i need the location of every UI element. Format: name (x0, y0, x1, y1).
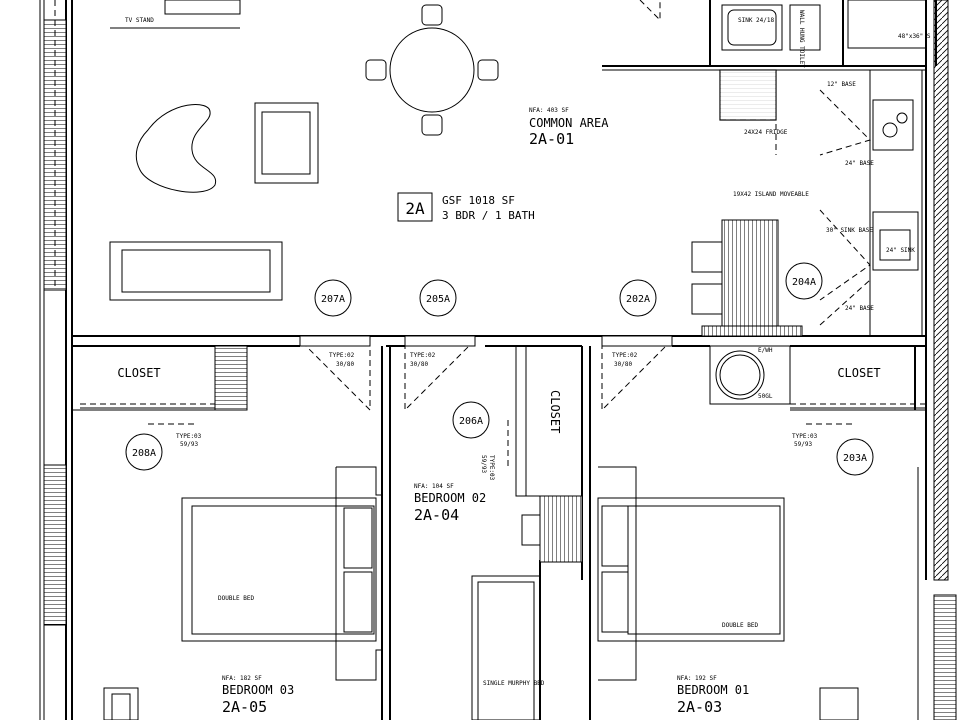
bedroom01-name: BEDROOM 01 (677, 683, 749, 697)
island (691, 219, 803, 337)
svg-text:204A: 204A (792, 277, 816, 288)
sofa (109, 241, 283, 301)
bedroom02-nfa: NFA: 104 SF (414, 483, 454, 490)
unit-config: 3 BDR / 1 BATH (442, 209, 535, 222)
door-tag-206a: 206A (452, 401, 490, 439)
svg-text:TYPE:02: TYPE:02 (329, 352, 355, 359)
bedroom01-code: 2A-03 (677, 698, 722, 716)
gal-label: 50GL (758, 393, 773, 400)
svg-text:TYPE:02: TYPE:02 (410, 352, 436, 359)
unit-tag: 2A (405, 199, 425, 218)
door-tag-202a: 202A (619, 279, 657, 317)
bedroom03-code: 2A-05 (222, 698, 267, 716)
common-area-code: 2A-01 (529, 130, 574, 148)
shower-label: 48"x36" S (898, 33, 931, 40)
svg-text:TYPE:03: TYPE:03 (488, 455, 495, 481)
door-tag-207a: 207A (314, 279, 352, 317)
murphy-bed-label: SINGLE MURPHY BED (483, 680, 545, 687)
bedroom02-name: BEDROOM 02 (414, 491, 486, 505)
double-bed-right (597, 497, 785, 642)
base24b-label: 24" BASE (845, 305, 874, 312)
closet-center (515, 345, 583, 563)
svg-text:207A: 207A (321, 294, 345, 305)
svg-text:30/80: 30/80 (336, 361, 354, 368)
bathroom-fixtures (721, 0, 937, 51)
common-area-nfa: NFA: 403 SF (529, 107, 569, 114)
kitchen-counters (819, 69, 923, 337)
double-bed-left (181, 497, 377, 642)
closet-left (80, 345, 248, 411)
svg-text:30/80: 30/80 (614, 361, 632, 368)
rug (135, 104, 217, 193)
unit-tag-box (397, 192, 433, 222)
base24a-label: 24" BASE (845, 160, 874, 167)
murphy-bed (471, 575, 541, 720)
island-label: 19X42 ISLAND MOVEABLE (733, 191, 809, 198)
svg-text:30/80: 30/80 (410, 361, 428, 368)
exterior-wall-right (925, 0, 957, 720)
svg-text:208A: 208A (132, 448, 156, 459)
door-tag-208a: 208A (125, 433, 163, 471)
svg-text:TYPE:02: TYPE:02 (612, 352, 638, 359)
svg-text:205A: 205A (426, 294, 450, 305)
svg-text:203A: 203A (843, 453, 867, 464)
unit-gsf: GSF 1018 SF (442, 194, 515, 207)
sink-base-label: 30" SINK BASE (826, 227, 873, 234)
nightstands (103, 687, 859, 720)
dining-table (365, 4, 499, 136)
tv-stand (110, 0, 241, 29)
furniture-labels: TV STAND SINK 24/18 WALL HUNG TOILET 48"… (125, 10, 931, 687)
svg-text:TYPE:03: TYPE:03 (792, 433, 818, 440)
toilet-label: WALL HUNG TOILET (798, 10, 805, 68)
double-bed-right-label: DOUBLE BED (722, 622, 759, 629)
base12-label: 12" BASE (827, 81, 856, 88)
double-bed-left-label: DOUBLE BED (218, 595, 255, 602)
svg-text:206A: 206A (459, 416, 483, 427)
svg-text:59/93: 59/93 (480, 455, 487, 473)
tv-stand-label: TV STAND (125, 17, 154, 24)
interior-walls (72, 0, 937, 720)
closet-right (790, 403, 926, 409)
fridge-label: 24X24 FRIDGE (744, 129, 788, 136)
ewh-label: E/WH (758, 347, 773, 354)
svg-text:59/93: 59/93 (180, 441, 198, 448)
water-heater (709, 345, 791, 405)
bedroom03-nfa: NFA: 182 SF (222, 675, 262, 682)
closet-left-label: CLOSET (117, 366, 160, 380)
bedroom-wall-details (71, 346, 919, 720)
door-tag-203a: 203A (836, 438, 874, 476)
exterior-wall-left (39, 0, 73, 720)
bedroom03-name: BEDROOM 03 (222, 683, 294, 697)
door-swings (148, 0, 856, 470)
sink24-label: 24" SINK (886, 247, 915, 254)
armchair (254, 102, 319, 184)
bedroom02-code: 2A-04 (414, 506, 459, 524)
door-tag-204a: 204A (785, 262, 823, 300)
closet-center-label: CLOSET (548, 390, 562, 433)
fridge (719, 69, 777, 155)
svg-text:TYPE:03: TYPE:03 (176, 433, 202, 440)
sink-label: SINK 24/18 (738, 17, 775, 24)
closet-right-label: CLOSET (837, 366, 880, 380)
door-tag-205a: 205A (419, 279, 457, 317)
common-area-name: COMMON AREA (529, 116, 609, 130)
svg-text:202A: 202A (626, 294, 650, 305)
door-type-labels: TYPE:02 30/80 TYPE:02 30/80 TYPE:02 30/8… (176, 352, 818, 481)
bedroom01-nfa: NFA: 192 SF (677, 675, 717, 682)
svg-text:59/93: 59/93 (794, 441, 812, 448)
